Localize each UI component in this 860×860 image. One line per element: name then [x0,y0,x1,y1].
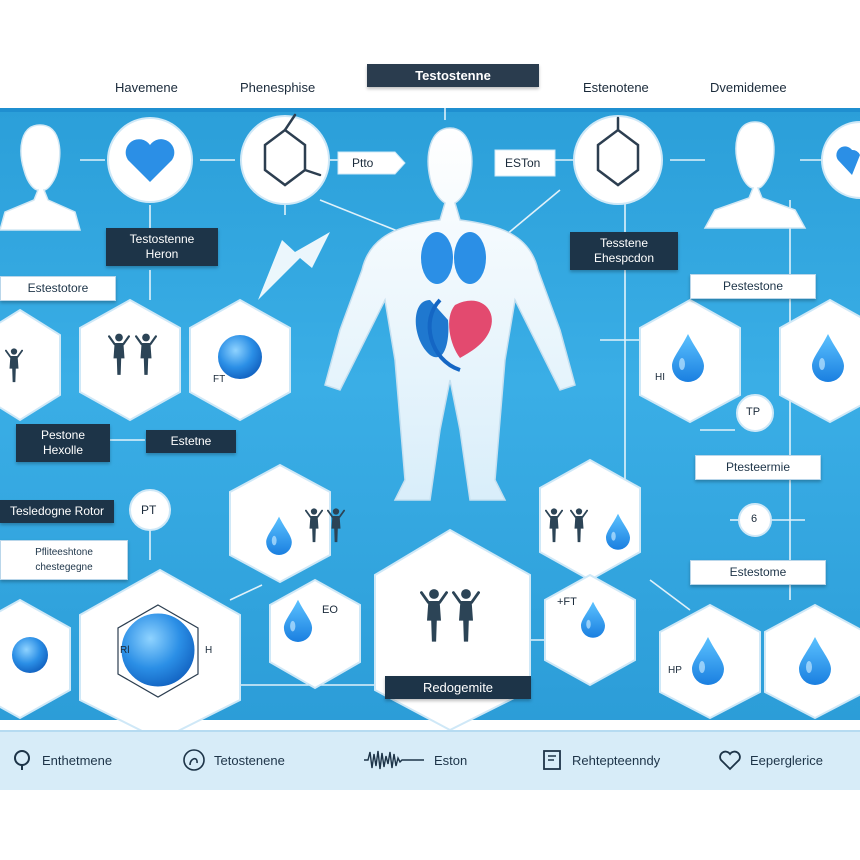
legend-label-1: Enthetmene [42,752,113,768]
tag-pestestone: Pestestone [690,274,816,299]
legend-label-5: Eeperglerice [750,752,823,768]
label-hft: +FT [557,596,577,608]
legend-item-5: Eeperglerice [718,748,823,772]
label-hi: HI [655,372,665,383]
top-label-2: Phenesphise [240,80,316,95]
tag-ptesteermie: Ptesteermie [695,455,821,480]
tag-pestone-hexolle: Pestone Hexolle [16,424,110,462]
main-title: Testostenne [367,64,539,87]
tag-estetne: Estetne [146,430,236,453]
pin-icon [14,750,30,770]
top-label-1: Havemene [115,80,178,95]
tag-tesledogne-rotor: Tesledogne Rotor [0,500,114,523]
tag-estestotore: Estestotore [0,276,116,301]
tag-estestome: Estestome [690,560,826,585]
legend-footer [0,730,860,790]
label-six: 6 [751,513,758,525]
legend-item-3: Eston [362,748,467,772]
label-ft: FT [213,374,226,385]
tag-redogemite: Redogemite [385,676,531,699]
legend-label-2: Tetostenene [214,752,285,768]
head-icon [183,749,205,771]
legend-item-2: Tetostenene [182,748,285,772]
label-h: H [205,645,213,656]
label-eo: EO [322,604,338,616]
arrow-label-right: ESTon [505,156,541,170]
top-label-3: Estenotene [583,80,649,95]
label-tp: TP [746,406,761,418]
label-hp: HP [668,665,682,676]
heart-icon [719,750,741,771]
legend-item-1: Enthetmene [10,748,112,772]
legend-label-3: Eston [434,752,468,768]
legend-label-4: Rehtepteenndy [572,752,661,768]
band-top-line [0,108,860,112]
waveform-icon [364,750,424,770]
top-label-4: Dvemidemee [710,80,787,95]
legend-item-4: Rehtepteenndy [540,748,660,772]
arrow-label-left: Ptto [352,156,374,170]
tag-tesstene-ehespcdon: Tesstene Ehespcdon [570,232,678,270]
document-icon [543,750,561,770]
label-rl: Rl [120,645,130,656]
tag-testostenne-heron: Testostenne Heron [106,228,218,266]
tag-pflite-chestegegne: Pfliteeshtone chestegegne [0,540,128,580]
label-pt: PT [141,503,157,517]
